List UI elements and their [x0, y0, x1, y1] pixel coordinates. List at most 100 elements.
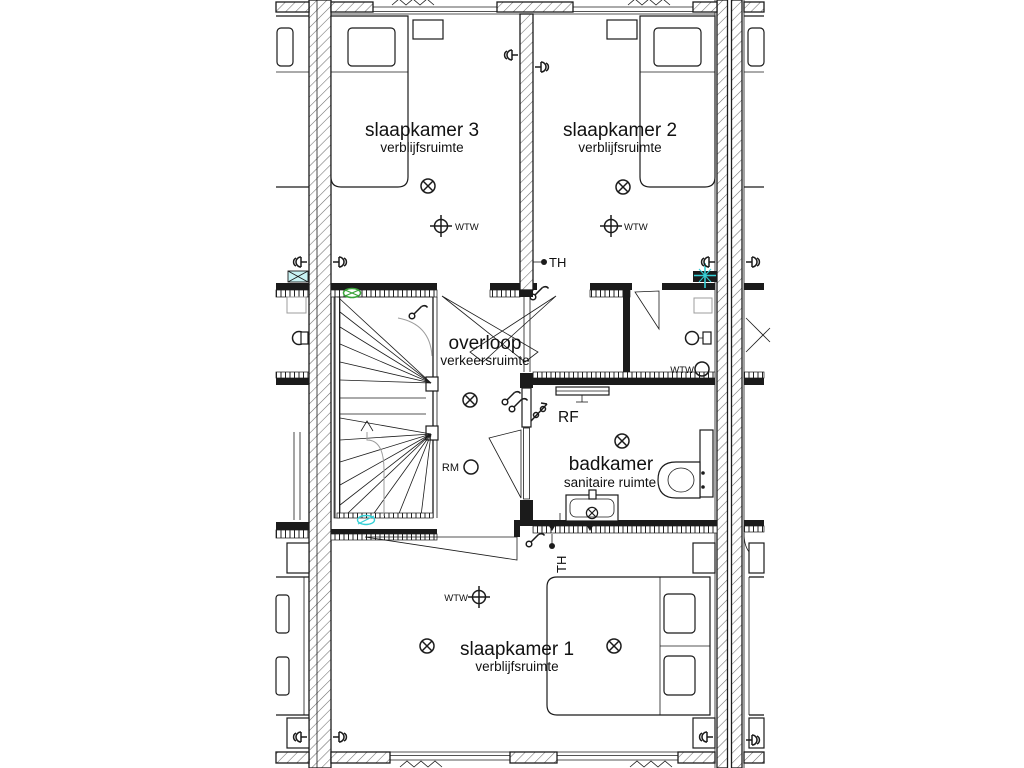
wall-segment [489, 289, 521, 298]
door-swing-shower-room [634, 290, 660, 331]
window-vent-icon [627, 0, 671, 6]
room-label-slaapkamer2: slaapkamer 2 [563, 120, 677, 141]
room-label-badkamer: badkamer [569, 454, 654, 475]
socket-icon [700, 256, 716, 268]
shower-room-walls [532, 290, 765, 385]
stair-tread [339, 433, 432, 506]
rf-switch-icon [530, 402, 548, 422]
wall-segment [716, 0, 729, 768]
wall-segment [744, 283, 764, 290]
socket-icon [292, 256, 308, 268]
door-frame-mark [587, 526, 593, 531]
stair-tread [339, 379, 432, 384]
neighbour-pillow [276, 27, 294, 67]
vent-green-icon [342, 287, 362, 299]
room-type-overloop: verkeersruimte [440, 353, 529, 368]
thermostat-bottom [549, 534, 555, 549]
wall-post [520, 290, 533, 297]
partition-slk2-slk3 [519, 13, 534, 297]
stair-bottom-edge [336, 512, 434, 519]
wall-segment [677, 751, 716, 764]
wtw-label: WTW [624, 222, 648, 233]
wall-segment [276, 522, 309, 530]
stair-stringer [333, 296, 341, 519]
neighbour-vent-box [287, 270, 309, 283]
neighbour-pillow [275, 594, 290, 634]
badkamer-west-wall [520, 297, 533, 520]
wall-segment [330, 1, 374, 13]
neighbour-pillow [747, 27, 765, 67]
wall-segment [331, 529, 437, 534]
wtw-label: WTW [444, 593, 468, 604]
light-point-icon [462, 392, 478, 408]
stair-newel [425, 376, 439, 392]
wall-segment [590, 283, 632, 290]
wall-segment [490, 283, 520, 290]
neighbour-door-line [745, 317, 771, 343]
stair-tread [339, 311, 432, 384]
stair-tread [420, 433, 432, 517]
wall-post [520, 373, 533, 388]
door-frame-mark [549, 526, 555, 531]
rm-label: RM [442, 462, 459, 474]
stair-walkline [366, 432, 385, 516]
neighbour-door-line [745, 327, 771, 353]
window-vent-icon [629, 760, 673, 768]
socket-icon [745, 734, 761, 746]
wall-segment [743, 751, 765, 764]
wall-segment [662, 283, 715, 290]
door-swing-badkamer [488, 429, 522, 499]
stair-tread [339, 343, 432, 384]
th-label: TH [549, 255, 566, 270]
party-wall-left [308, 0, 332, 768]
switch-icon [525, 532, 546, 548]
bed-slaapkamer3 [330, 15, 444, 188]
pillow [347, 27, 396, 67]
wall-segment [744, 520, 764, 526]
wall-post [514, 520, 520, 537]
socket-icon [332, 256, 348, 268]
stair-tread [339, 298, 432, 384]
nightstand [606, 19, 638, 40]
wall-overloop-north [275, 283, 764, 298]
shower-drain [693, 297, 713, 314]
glass-panel [521, 387, 532, 428]
socket-icon [745, 256, 761, 268]
wtw-label: WTW [455, 222, 479, 233]
bed-slaapkamer2 [606, 15, 716, 188]
stair-tread [339, 361, 432, 384]
socket-icon [332, 731, 348, 743]
wall-segment [496, 1, 574, 13]
neighbour-pillow [275, 656, 290, 696]
pillow [653, 27, 702, 67]
toilet-bowl [667, 467, 695, 493]
neighbour-wall [275, 371, 310, 379]
wall-segment [330, 751, 391, 764]
light-point-icon [419, 638, 435, 654]
socket-icon [503, 49, 519, 61]
window-vent-icon [391, 0, 435, 6]
stair-tread [339, 433, 432, 486]
switch-icon [408, 304, 429, 320]
stair-tread [339, 433, 432, 463]
neighbour-cabinet [286, 542, 310, 574]
wall-segment [275, 529, 310, 539]
window-vent-icon [399, 760, 443, 768]
party-wall-right [714, 0, 745, 768]
vent-extract-icon [694, 361, 710, 377]
stair-tread [371, 433, 432, 517]
thermostat-top [533, 259, 547, 265]
wall-segment [520, 520, 717, 526]
wall-segment [308, 0, 332, 768]
pillow [663, 593, 696, 634]
wall-segment [532, 525, 718, 534]
wall-segment [743, 371, 765, 379]
light-point-icon [615, 179, 631, 195]
door-swing-slaapkamer3 [441, 295, 539, 363]
room-type-slaapkamer1: verblijfsruimte [475, 659, 558, 674]
stair-tread [339, 417, 432, 435]
th-label-rotated: TH [554, 556, 569, 573]
room-label-overloop: overloop [449, 333, 522, 354]
